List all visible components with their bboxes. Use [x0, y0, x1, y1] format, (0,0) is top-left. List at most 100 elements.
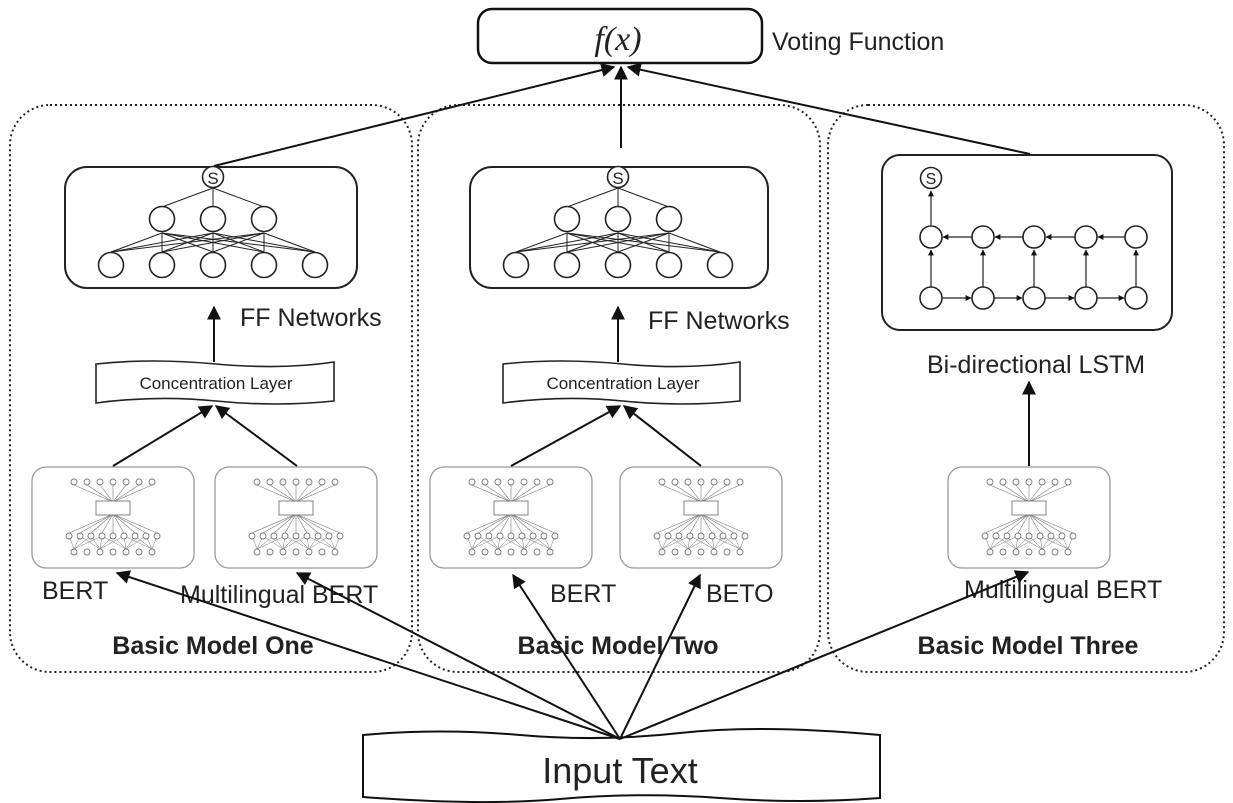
encoder-input-node	[1064, 548, 1072, 556]
ff-input-node	[502, 251, 530, 279]
encoder-output-node	[305, 478, 313, 486]
encoder-connection	[112, 484, 153, 503]
softmax-symbol: S	[926, 171, 937, 188]
encoder-connection	[284, 535, 310, 550]
encoder-input-node	[122, 548, 130, 556]
ff-connection	[515, 232, 670, 253]
encoder-connection	[1002, 484, 1030, 503]
encoder-hidden-node	[730, 532, 738, 540]
arrow-input-to-bert-one	[115, 570, 621, 740]
encoder-connection	[101, 535, 127, 550]
encoder-connection	[112, 513, 147, 534]
ff-connection	[566, 187, 619, 208]
encoder-connection	[282, 484, 297, 503]
encoder-output-node	[109, 478, 117, 486]
encoder-connection	[989, 484, 1030, 503]
encoder-hidden-node	[551, 532, 559, 540]
encoder-connection	[471, 484, 512, 503]
encoder-output-node	[122, 478, 130, 486]
encoder-hidden-node	[664, 532, 672, 540]
encoder-connection	[295, 513, 330, 534]
ff-input-node	[604, 251, 632, 279]
encoder-connection	[112, 513, 136, 534]
encoder-output-node	[279, 478, 287, 486]
encoder-connection	[1017, 535, 1043, 550]
encoder-connection	[689, 535, 715, 550]
encoder-input-node	[533, 548, 541, 556]
encoder-output-node	[684, 478, 692, 486]
encoder-output-node	[999, 478, 1007, 486]
encoder-input-node	[736, 548, 744, 556]
ff-connection	[566, 232, 670, 253]
encoder-input-node	[671, 548, 679, 556]
encoder-connection	[284, 513, 297, 534]
encoder-connection	[700, 484, 728, 503]
lstm-forward-cell	[1022, 286, 1046, 310]
encoder-hidden-node	[153, 532, 161, 540]
encoder-connection	[1015, 484, 1030, 503]
encoder-input-node	[109, 548, 117, 556]
ff-input-node	[301, 251, 329, 279]
encoder-connection	[295, 484, 310, 503]
encoder-connection	[1028, 484, 1056, 503]
encoder-input-node	[658, 548, 666, 556]
ff-network-graphic-one: S	[97, 165, 329, 279]
encoder-connection	[674, 484, 702, 503]
encoder-block	[278, 500, 314, 516]
ff-hidden-node	[655, 205, 683, 233]
encoder-connection	[1028, 513, 1063, 534]
encoder-connection	[471, 535, 490, 550]
ff-connection	[515, 232, 568, 253]
concentration-label-one: Concentration Layer	[139, 374, 292, 393]
encoder-output-node	[986, 478, 994, 486]
ff-connection	[617, 232, 670, 253]
encoder-output-node	[1038, 478, 1046, 486]
ff-input-node	[199, 251, 227, 279]
arrow-bert-to-concat-one	[112, 405, 214, 467]
ff-connection	[110, 232, 265, 253]
ff-hidden-node	[553, 205, 581, 233]
encoder-output-node	[1064, 478, 1072, 486]
encoder-connection	[1039, 535, 1069, 550]
ff-input-node	[148, 251, 176, 279]
encoder-output-node	[494, 478, 502, 486]
encoder-connection	[477, 535, 499, 550]
voting-function-node: f(x)	[476, 7, 764, 65]
encoder-input-node	[507, 548, 515, 556]
encoder-hidden-node	[719, 532, 727, 540]
encoder-output-node	[83, 478, 91, 486]
encoder-hidden-node	[675, 532, 683, 540]
arrow-input-to-mbert-one	[295, 572, 621, 740]
encoder-block	[95, 500, 131, 516]
encoder-block	[493, 500, 529, 516]
encoder-connection	[984, 513, 1030, 534]
encoder-input-node	[83, 548, 91, 556]
encoder-hidden-node	[529, 532, 537, 540]
encoder-connection	[73, 535, 92, 550]
encoder-hidden-node	[87, 532, 95, 540]
encoder-hidden-node	[540, 532, 548, 540]
encoder-connection	[713, 535, 735, 550]
encoder-hidden-node	[270, 532, 278, 540]
encoder-connection	[689, 513, 702, 534]
softmax-symbol: S	[207, 169, 218, 188]
encoder-input-node	[279, 548, 287, 556]
encoder-connection	[79, 535, 101, 550]
encoder-input-node	[494, 548, 502, 556]
encoder-connection	[532, 535, 551, 550]
encoder-input-node	[710, 548, 718, 556]
encoder-output-node	[710, 478, 718, 486]
encoder-hidden-node	[248, 532, 256, 540]
encoder-connection	[466, 513, 512, 534]
ff-connection	[212, 187, 265, 208]
encoder-input-node	[266, 548, 274, 556]
model-two-title: Basic Model Two	[518, 632, 719, 660]
encoder-connection	[497, 484, 512, 503]
encoder-connection	[73, 535, 103, 550]
encoder-input-node	[292, 548, 300, 556]
encoder-connection	[1006, 513, 1030, 534]
encoder-connection	[678, 513, 702, 534]
encoder-connection	[1028, 484, 1069, 503]
encoder-connection	[700, 513, 713, 534]
model-two-container	[417, 104, 821, 673]
